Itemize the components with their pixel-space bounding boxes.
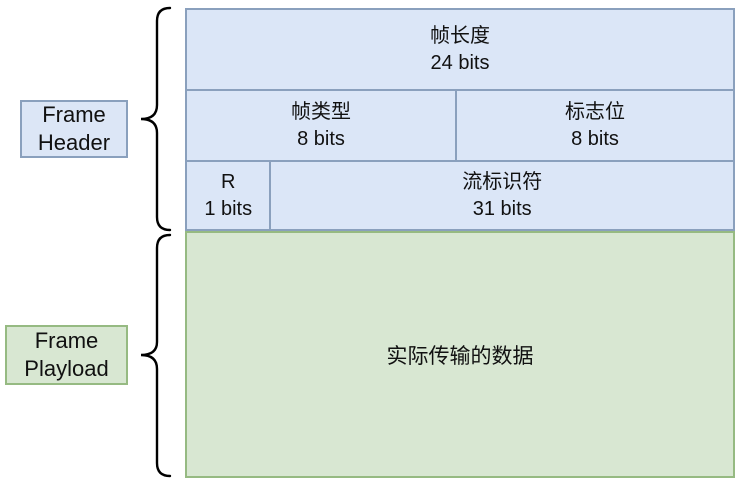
frame-type-flags-row: 帧类型 8 bits 标志位 8 bits <box>187 89 733 160</box>
stream-identifier-bits: 31 bits <box>472 197 532 220</box>
reserved-stream-id-row: R 1 bits 流标识符 31 bits <box>187 160 733 229</box>
frame-type-title: 帧类型 <box>291 100 352 123</box>
reserved-bit-cell: R 1 bits <box>187 162 269 229</box>
frame-header-label-box: Frame Header <box>20 100 128 158</box>
frame-header-label-line2: Header <box>37 130 111 155</box>
frame-length-cell: 帧长度 24 bits <box>187 10 733 89</box>
frame-payload-label-box: Frame Playload <box>5 325 128 385</box>
frame-header-brace-icon <box>140 6 172 232</box>
stream-identifier-cell: 流标识符 31 bits <box>269 162 733 229</box>
frame-payload-label-line1: Frame <box>34 328 99 353</box>
frame-payload-brace-icon <box>140 233 172 478</box>
frame-length-bits: 24 bits <box>430 51 490 74</box>
frame-header-section: 帧长度 24 bits 帧类型 8 bits 标志位 8 bits R 1 bi… <box>185 8 735 231</box>
stream-identifier-title: 流标识符 <box>462 170 543 193</box>
frame-type-cell: 帧类型 8 bits <box>187 91 455 160</box>
frame-payload-label-line2: Playload <box>24 356 109 381</box>
frame-type-bits: 8 bits <box>297 127 345 150</box>
flags-title: 标志位 <box>565 100 626 123</box>
frame-length-title: 帧长度 <box>430 24 490 47</box>
frame-table: 帧长度 24 bits 帧类型 8 bits 标志位 8 bits R 1 bi… <box>185 8 735 478</box>
frame-payload-section: 实际传输的数据 <box>185 231 735 478</box>
flags-bits: 8 bits <box>571 127 619 150</box>
reserved-bit-title: R <box>220 170 236 193</box>
reserved-bit-bits: 1 bits <box>204 197 253 220</box>
frame-length-row: 帧长度 24 bits <box>187 10 733 89</box>
flags-cell: 标志位 8 bits <box>455 91 733 160</box>
frame-header-label-line1: Frame <box>42 102 106 127</box>
payload-data-text: 实际传输的数据 <box>386 344 534 368</box>
